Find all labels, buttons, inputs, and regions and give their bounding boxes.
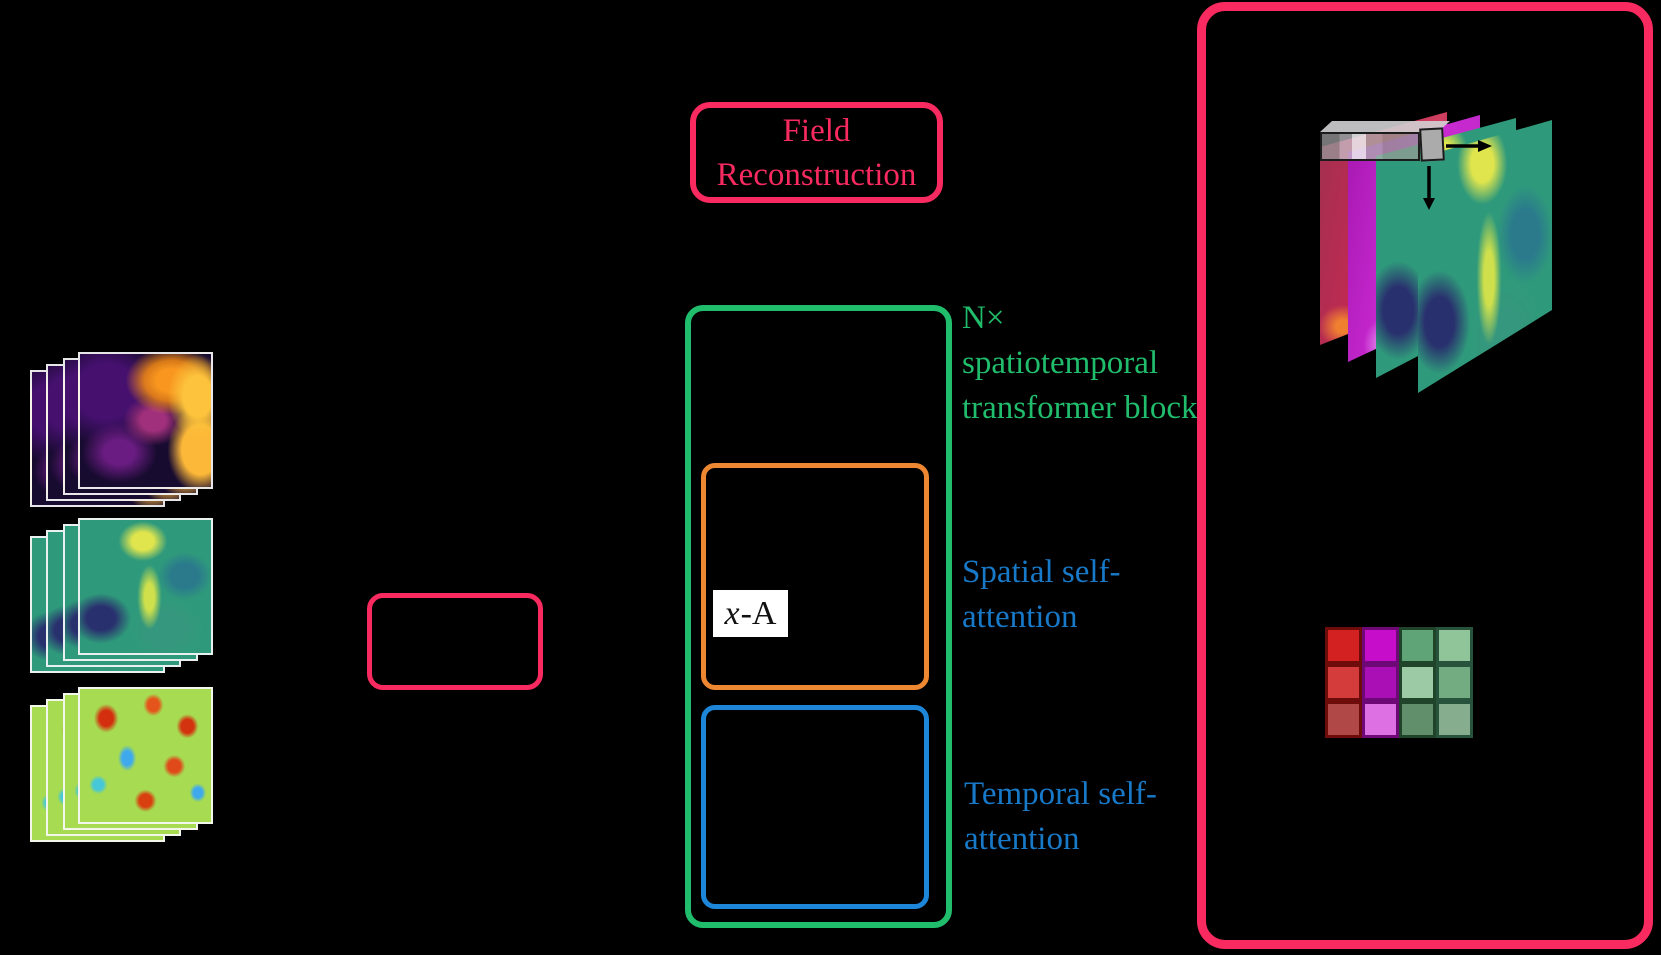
viridis-field-stack-layer	[78, 518, 213, 655]
tokenizer-prism-top	[1320, 121, 1450, 132]
jet-field-stack	[30, 687, 220, 849]
output-panel	[1197, 2, 1653, 949]
patch-cell	[1325, 627, 1362, 664]
patch-cell	[1325, 664, 1362, 701]
field-reconstruction-box: Field Reconstruction	[690, 102, 943, 203]
tokenizer-prism	[1320, 132, 1420, 161]
temporal-attention-label: Temporal self-attention	[964, 776, 1157, 857]
temporal-attention-box	[701, 705, 929, 909]
patch-cell	[1362, 627, 1399, 664]
patch-token-grid	[1325, 627, 1473, 738]
patch-cell	[1436, 664, 1473, 701]
inferno-field-stack-layer	[78, 352, 213, 489]
transformer-block-box	[685, 305, 952, 928]
patch-cell	[1325, 701, 1362, 738]
x-a-label: x-A	[713, 590, 788, 637]
viridis-field-stack	[30, 518, 220, 680]
x-a-rest: -A	[740, 594, 777, 632]
transformer-block-label: N× spatiotemporal transformer block	[962, 300, 1198, 426]
inferno-field-stack	[30, 352, 220, 514]
patch-cell	[1399, 664, 1436, 701]
field-reconstruction-label: Field Reconstruction	[716, 112, 917, 193]
patch-scan-arrows	[1423, 140, 1492, 210]
jet-field-stack-layer	[78, 687, 213, 824]
patch-cell	[1362, 701, 1399, 738]
x-variable: x	[724, 594, 740, 632]
patch-cell	[1436, 701, 1473, 738]
patch-cell	[1399, 627, 1436, 664]
spatial-attention-box	[701, 463, 929, 690]
patch-cell	[1436, 627, 1473, 664]
patch-cell	[1399, 701, 1436, 738]
encoder-box	[367, 593, 543, 690]
arrow-down-icon	[1423, 166, 1435, 210]
arrow-right-icon	[1446, 140, 1492, 152]
patch-cell	[1362, 664, 1399, 701]
spatial-attention-label: Spatial self-attention	[962, 554, 1121, 635]
